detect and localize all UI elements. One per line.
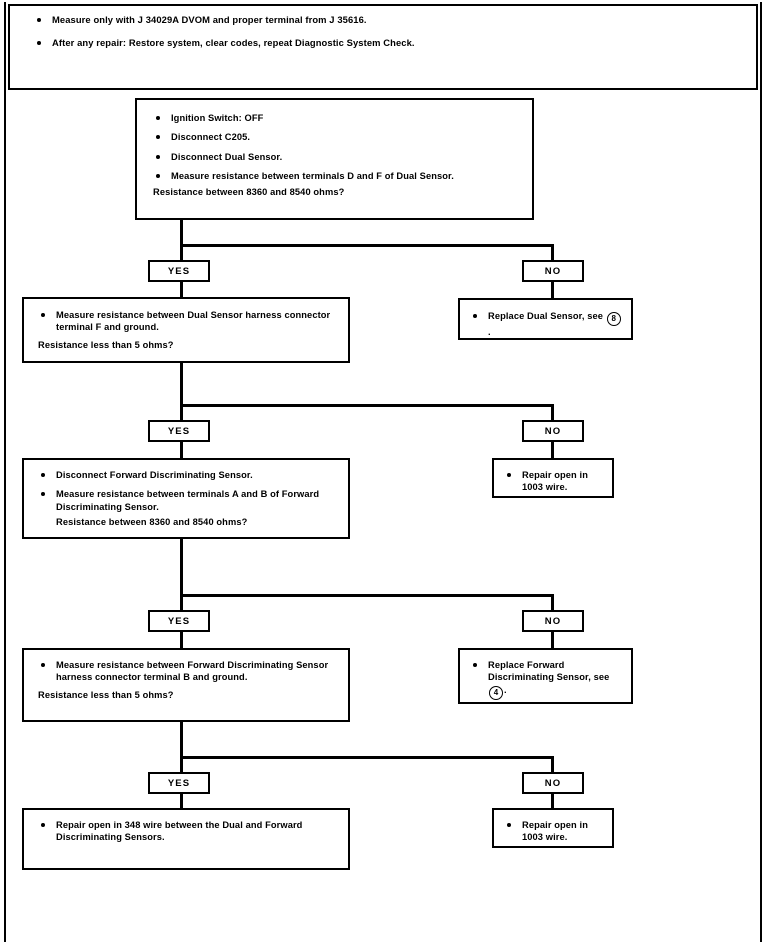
q1-bullet: Disconnect C205. (153, 131, 518, 143)
connector-branch-3 (180, 594, 554, 597)
q1-question: Resistance between 8360 and 8540 ohms? (153, 187, 345, 198)
q3-bullet: Disconnect Forward Discriminating Sensor… (38, 469, 336, 481)
a3-bullet: Replace Forward Discriminating Sensor, s… (470, 659, 623, 700)
q2-bullet: Measure resistance between Dual Sensor h… (38, 309, 336, 334)
connector-no-2-to-a2 (551, 442, 554, 460)
connector-no-1-to-a1 (551, 282, 554, 300)
a3-text-before: Replace Forward Discriminating Sensor, s… (488, 660, 610, 683)
a1-text-before: Replace Dual Sensor, see (488, 311, 604, 321)
branch-no-3[interactable]: NO (522, 610, 584, 632)
action-box-a4: Repair open in 1003 wire. (492, 808, 614, 848)
q1-bullet: Ignition Switch: OFF (153, 112, 518, 124)
action-box-a5: Repair open in 348 wire between the Dual… (22, 808, 350, 870)
step-box-q2: Measure resistance between Dual Sensor h… (22, 297, 350, 363)
branch-no-1[interactable]: NO (522, 260, 584, 282)
branch-yes-1[interactable]: YES (148, 260, 210, 282)
branch-no-2[interactable]: NO (522, 420, 584, 442)
q1-bullet: Disconnect Dual Sensor. (153, 151, 518, 163)
a3-text-after: . (504, 684, 507, 695)
a3-reference-number: 4 (489, 685, 503, 700)
connector-no-4-to-a4 (551, 794, 554, 812)
q1-bullet-list: Ignition Switch: OFF Disconnect C205. Di… (153, 112, 518, 182)
branch-yes-4[interactable]: YES (148, 772, 210, 794)
branch-yes-3[interactable]: YES (148, 610, 210, 632)
connector-q3-stem (180, 539, 183, 612)
a5-bullet-list: Repair open in 348 wire between the Dual… (38, 819, 336, 844)
a1-text-after: . (488, 327, 491, 337)
a2-bullet: Repair open in 1003 wire. (504, 469, 606, 494)
connector-branch-1 (180, 244, 554, 247)
a1-bullet-list: Replace Dual Sensor, see 8. (470, 310, 623, 338)
connector-q2-stem (180, 363, 183, 422)
action-box-a2: Repair open in 1003 wire. (492, 458, 614, 498)
q2-question: Resistance less than 5 ohms? (38, 339, 174, 350)
header-note-item: Measure only with J 34029A DVOM and prop… (34, 14, 756, 26)
connector-yes-3-to-q4 (180, 632, 183, 650)
step-box-q3: Disconnect Forward Discriminating Sensor… (22, 458, 350, 539)
q4-bullet: Measure resistance between Forward Discr… (38, 659, 336, 684)
q4-question: Resistance less than 5 ohms? (38, 689, 174, 700)
connector-no-2-stem (551, 404, 554, 422)
a2-bullet-list: Repair open in 1003 wire. (504, 469, 606, 494)
connector-branch-2 (180, 404, 554, 407)
page-border (4, 2, 762, 942)
connector-branch-4 (180, 756, 554, 759)
connector-no-3-stem (551, 594, 554, 612)
a4-bullet-list: Repair open in 1003 wire. (504, 819, 606, 844)
a1-reference-number: 8 (606, 312, 621, 326)
connector-yes-1-to-q2 (180, 282, 183, 300)
header-notes-list: Measure only with J 34029A DVOM and prop… (34, 14, 756, 50)
action-box-a3: Replace Forward Discriminating Sensor, s… (458, 648, 633, 704)
q1-bullet: Measure resistance between terminals D a… (153, 170, 518, 182)
connector-yes-4-to-a5 (180, 794, 183, 812)
q3-question: Resistance between 8360 and 8540 ohms? (56, 516, 248, 527)
connector-no-4-stem (551, 756, 554, 774)
connector-no-3-to-a3 (551, 632, 554, 650)
header-note-item: After any repair: Restore system, clear … (34, 37, 756, 49)
action-box-a1: Replace Dual Sensor, see 8. (458, 298, 633, 340)
a4-bullet: Repair open in 1003 wire. (504, 819, 606, 844)
branch-yes-2[interactable]: YES (148, 420, 210, 442)
connector-q1-stem (180, 220, 183, 262)
a3-bullet-list: Replace Forward Discriminating Sensor, s… (470, 659, 623, 700)
branch-no-4[interactable]: NO (522, 772, 584, 794)
step-box-q4: Measure resistance between Forward Discr… (22, 648, 350, 722)
a5-bullet: Repair open in 348 wire between the Dual… (38, 819, 336, 844)
a1-bullet: Replace Dual Sensor, see 8. (470, 310, 623, 338)
q3-bullet-list: Disconnect Forward Discriminating Sensor… (38, 469, 336, 513)
connector-q4-stem (180, 722, 183, 774)
step-box-q1: Ignition Switch: OFF Disconnect C205. Di… (135, 98, 534, 220)
connector-yes-2-to-q3 (180, 442, 183, 460)
q4-bullet-list: Measure resistance between Forward Discr… (38, 659, 336, 684)
header-notes-box: Measure only with J 34029A DVOM and prop… (8, 4, 758, 90)
q3-bullet: Measure resistance between terminals A a… (38, 488, 336, 513)
connector-no-1-stem (551, 244, 554, 262)
q2-bullet-list: Measure resistance between Dual Sensor h… (38, 309, 336, 334)
